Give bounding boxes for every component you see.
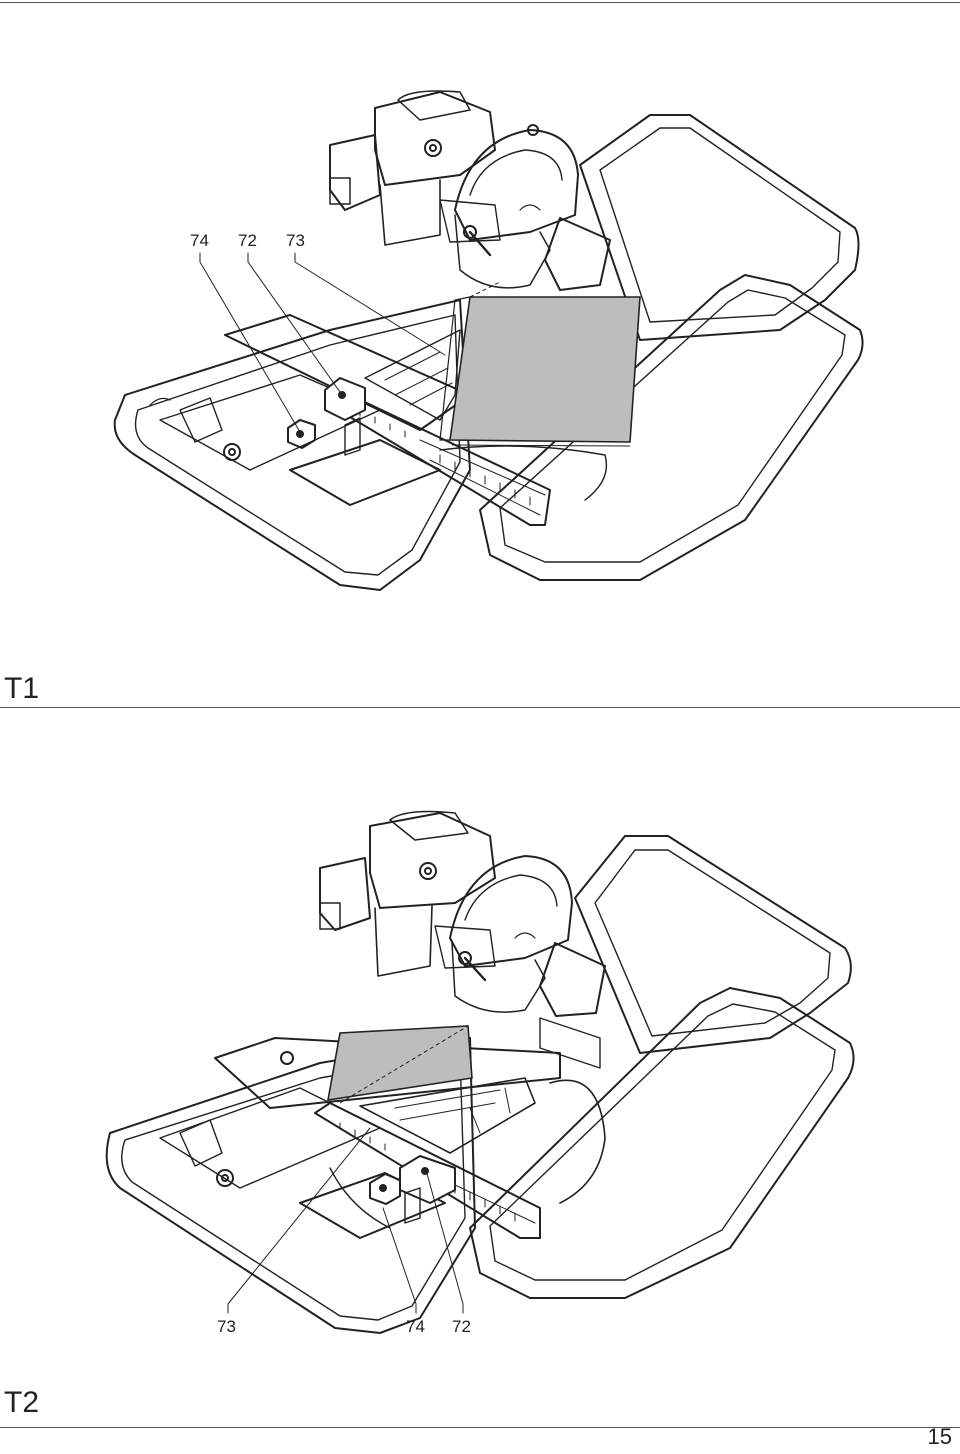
figure-divider-t2 [0,1427,960,1428]
callout-72: 72 [452,1317,471,1336]
figure-label-t1: T1 [4,672,40,705]
top-rule [0,2,960,3]
callout-72: 72 [238,231,257,250]
page-number: 15 [927,1424,952,1449]
callout-74: 74 [190,231,209,250]
tile-saw-illustration-t2 [105,810,855,1334]
callout-74: 74 [406,1317,425,1336]
figure-t1: 74 72 73 T1 [0,0,960,705]
figure-t2: 73 74 72 T2 [0,708,960,1430]
figure-divider-t1 [0,707,960,708]
tile-saw-illustration-t1 [113,90,864,591]
callout-73: 73 [217,1317,236,1336]
figure-label-t2: T2 [4,1386,40,1419]
callout-73: 73 [286,231,305,250]
